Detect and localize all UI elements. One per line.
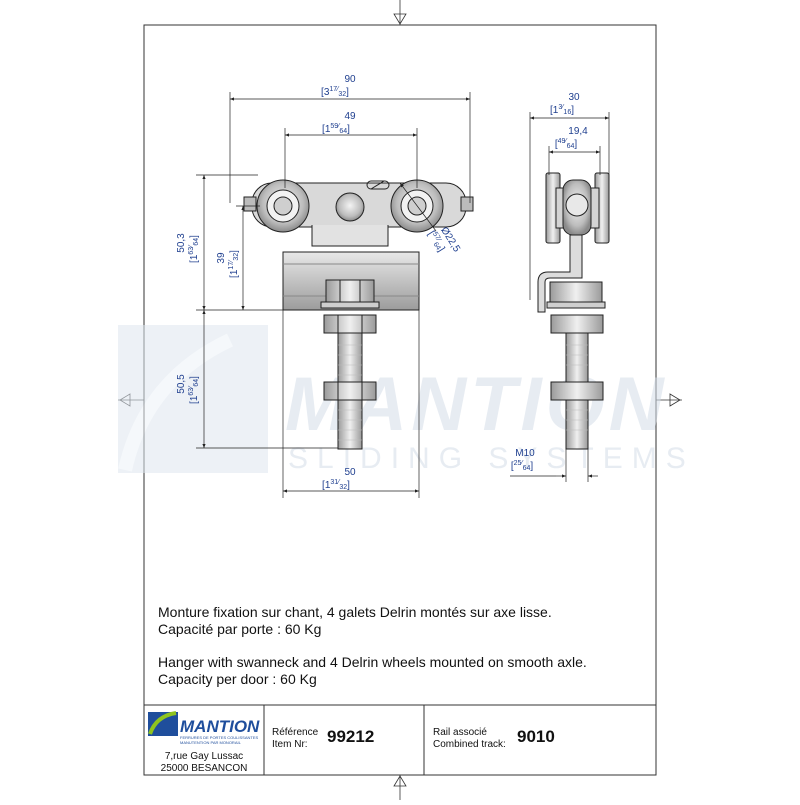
dim-side-width-imperial: [13⁄16]: [550, 104, 574, 116]
dim-body-height: 39: [216, 252, 227, 264]
reference-value: 99212: [327, 727, 375, 746]
dim-thread-imperial: [25⁄64]: [511, 460, 534, 472]
dim-wheel-spacing-imperial: [159⁄64]: [322, 123, 350, 135]
description-fr-line1: Monture fixation sur chant, 4 galets Del…: [158, 604, 552, 620]
dim-wheel-spacing: 49: [344, 111, 356, 122]
dim-bolt-length-imperial: [163⁄64]: [188, 376, 200, 404]
description-fr-line2: Capacité par porte : 60 Kg: [158, 621, 322, 637]
title-block-frame: [144, 704, 656, 775]
side-dimension-lines: [510, 112, 610, 482]
dim-wheel-diameter-imperial: [57⁄64]: [425, 229, 447, 254]
reference-label-fr: Référence: [272, 727, 319, 738]
description-en-line2: Capacity per door : 60 Kg: [158, 671, 317, 687]
dim-overall-width: 90: [344, 74, 356, 85]
dim-body-height-imperial: [117⁄32]: [228, 250, 240, 278]
address-line1: 7,rue Gay Lussac: [164, 751, 244, 762]
dim-total-height: 50,3: [176, 233, 187, 253]
dim-side-inner-imperial: [49⁄64]: [555, 138, 578, 150]
address-line2: 25000 BESANCON: [160, 763, 248, 774]
front-dimension-lines: [196, 92, 471, 498]
dim-bolt-length: 50,5: [176, 374, 187, 394]
mantion-logo: MANTION FERRURES DE PORTES COULISSANTES …: [148, 711, 260, 745]
front-view: [243, 179, 474, 450]
logo-sub2: MANUTENTION PAR MONORAIL: [180, 740, 242, 745]
dim-plate-width: 50: [344, 467, 356, 478]
dim-body-height-group: 39 [117⁄32]: [216, 250, 240, 278]
dim-thread: M10: [515, 448, 535, 459]
rail-value: 9010: [517, 727, 555, 746]
logo-sub1: FERRURES DE PORTES COULISSANTES: [180, 735, 258, 740]
dim-total-height-imperial: [163⁄64]: [188, 235, 200, 263]
dim-plate-width-imperial: [131⁄32]: [322, 479, 350, 491]
dim-overall-width-imperial: [317⁄32]: [321, 86, 349, 98]
dim-total-height-group: 50,3 [163⁄64]: [176, 233, 200, 263]
logo-text: MANTION: [180, 717, 260, 736]
dim-bolt-length-group: 50,5 [163⁄64]: [176, 374, 200, 404]
rail-label-fr: Rail associé: [433, 727, 487, 738]
watermark: MANTION SLIDING SYSTEMS: [118, 325, 686, 475]
reference-label-en: Item Nr:: [272, 739, 308, 750]
side-view: [537, 172, 610, 450]
dim-side-inner: 19,4: [568, 126, 588, 137]
rail-label-en: Combined track:: [433, 739, 506, 750]
description-en-line1: Hanger with swanneck and 4 Delrin wheels…: [158, 654, 587, 670]
dim-side-width: 30: [568, 92, 580, 103]
dim-wheel-diameter-group: Ø22,5 [57⁄64]: [425, 225, 462, 254]
